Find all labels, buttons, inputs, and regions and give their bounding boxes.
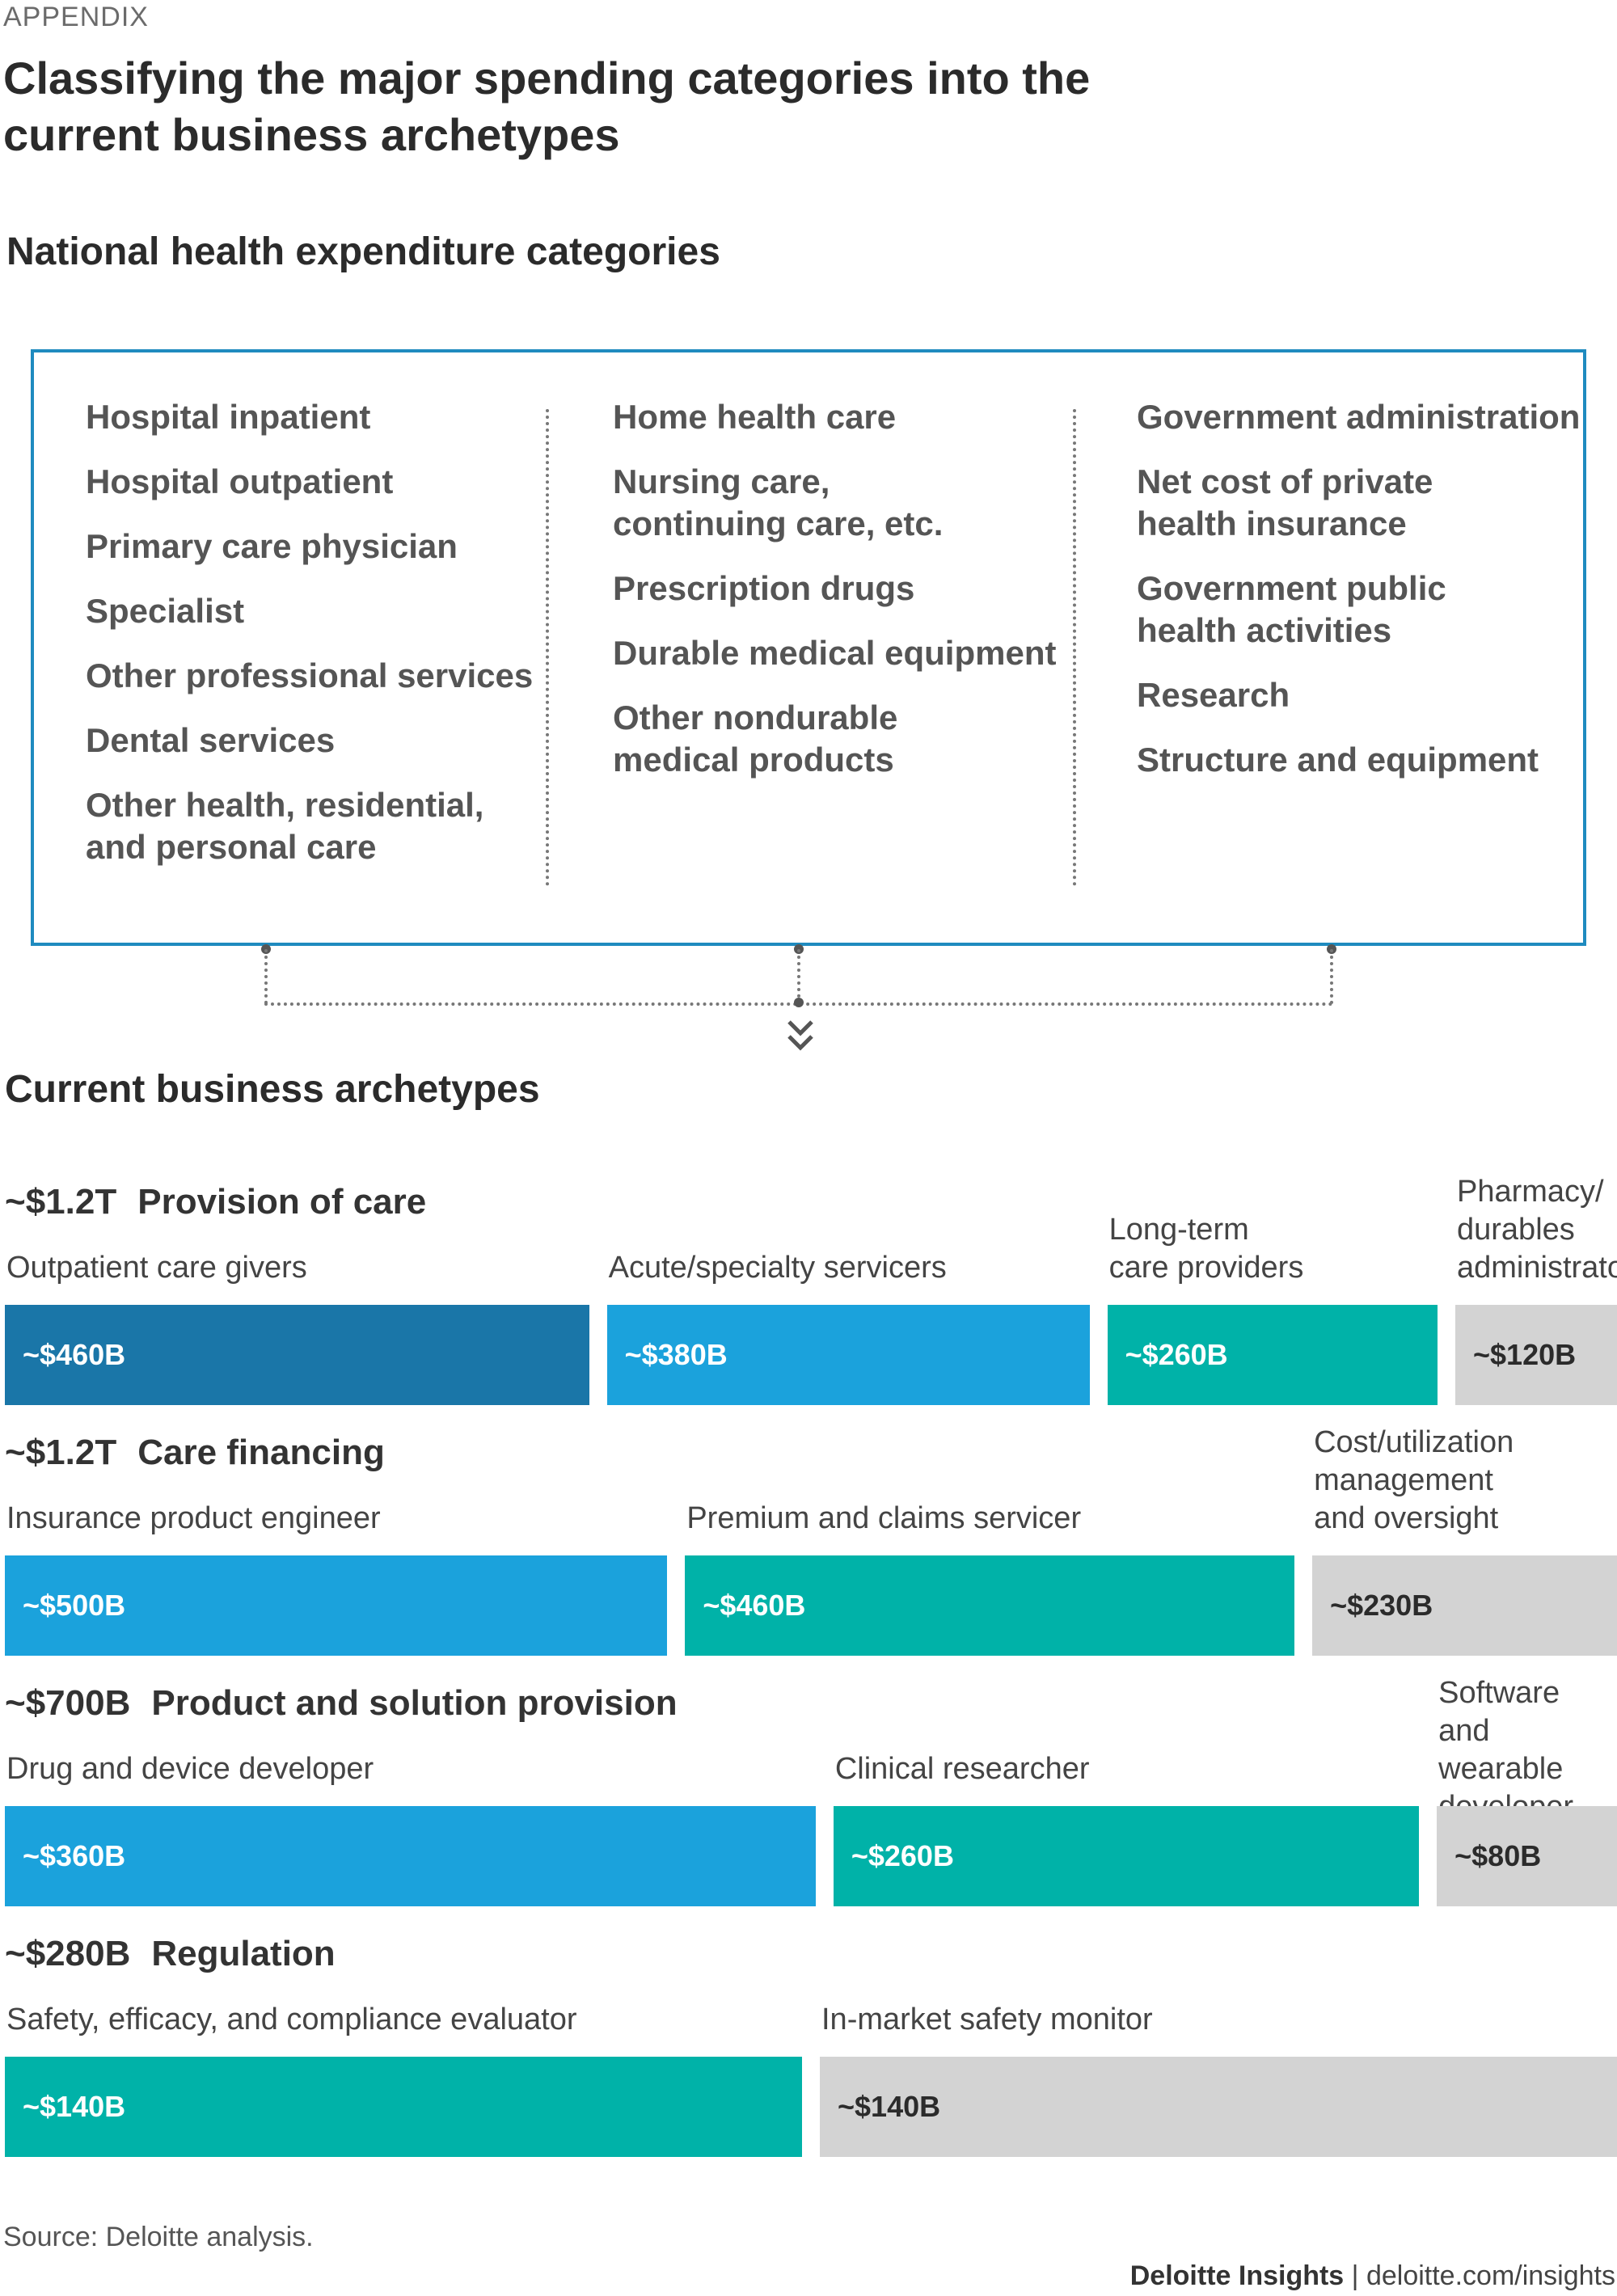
source-note: Source: Deloitte analysis.: [3, 2222, 314, 2252]
brand-name: Deloitte Insights: [1129, 2260, 1345, 2291]
column-divider: [546, 409, 549, 886]
archetype-group-heading: ~$1.2T Care financing: [5, 1433, 385, 1473]
archetype-group-heading: ~$1.2T Provision of care: [5, 1182, 426, 1222]
bar-segment: ~$140B: [5, 2057, 802, 2157]
group-name: Regulation: [151, 1934, 336, 1973]
category-item: Research: [1137, 676, 1290, 714]
segment-label: Software and wearable developer: [1438, 1676, 1573, 1824]
category-item: Net cost of private health insurance: [1137, 462, 1433, 542]
bar-value-label: ~$230B: [1330, 1589, 1433, 1622]
bar-segment: ~$140B: [820, 2057, 1617, 2157]
segment-label: Premium and claims servicer: [686, 1501, 1082, 1535]
category-item: Other professional services: [86, 656, 534, 694]
category-item: Primary care physician: [86, 527, 458, 565]
segment-label: Safety, efficacy, and compliance evaluat…: [6, 2003, 577, 2036]
bar-segment: ~$120B: [1455, 1305, 1617, 1405]
connector-line: [1330, 949, 1333, 1004]
categories-frame: [31, 349, 1586, 946]
group-name: Provision of care: [137, 1182, 427, 1222]
segment-label: In-market safety monitor: [821, 2003, 1153, 2036]
category-item: Nursing care, continuing care, etc.: [613, 462, 944, 542]
category-item: Dental services: [86, 721, 336, 759]
brand-separator: |: [1344, 2260, 1366, 2291]
bar-value-label: ~$80B: [1454, 1839, 1542, 1872]
archetype-group-heading: ~$700B Product and solution provision: [5, 1683, 678, 1724]
category-item: Hospital outpatient: [86, 462, 394, 500]
column-divider: [1073, 409, 1076, 886]
bar-segment: ~$460B: [5, 1305, 589, 1405]
segment-label: Insurance product engineer: [6, 1501, 381, 1535]
brand-url[interactable]: deloitte.com/insights: [1366, 2260, 1615, 2291]
archetypes-heading: Current business archetypes: [5, 1068, 540, 1111]
group-total: ~$1.2T: [5, 1433, 117, 1472]
categories-heading: National health expenditure categories: [6, 230, 720, 273]
bar-value-label: ~$380B: [624, 1338, 728, 1371]
group-name: Care financing: [137, 1433, 385, 1472]
category-item: Hospital inpatient: [86, 398, 371, 436]
group-name: Product and solution provision: [151, 1683, 678, 1723]
category-item: Government public health activities: [1137, 569, 1446, 649]
bar-segment: ~$260B: [1107, 1305, 1438, 1405]
brand-footer: Deloitte Insights | deloitte.com/insight…: [1130, 2260, 1615, 2292]
chevron-down-icon: [787, 1020, 813, 1051]
bar-value-label: ~$360B: [23, 1839, 126, 1872]
bar-value-label: ~$140B: [838, 2090, 941, 2123]
bar-value-label: ~$260B: [1125, 1338, 1228, 1371]
category-item: Prescription drugs: [613, 569, 915, 607]
bar-value-label: ~$120B: [1473, 1338, 1577, 1371]
group-total: ~$280B: [5, 1934, 131, 1973]
segment-label: Cost/utilization management and oversigh…: [1314, 1425, 1514, 1535]
segment-label: Drug and device developer: [6, 1752, 374, 1786]
group-total: ~$700B: [5, 1683, 131, 1723]
connector-dot: [794, 998, 804, 1007]
bar-segment: ~$230B: [1312, 1555, 1617, 1656]
segment-label: Clinical researcher: [834, 1752, 1090, 1786]
category-item: Other nondurable medical products: [613, 699, 898, 779]
bar-value-label: ~$260B: [851, 1839, 954, 1872]
bar-segment: ~$360B: [5, 1806, 816, 1906]
category-item: Structure and equipment: [1137, 741, 1539, 779]
group-total: ~$1.2T: [5, 1182, 117, 1222]
eyebrow-label: APPENDIX: [3, 2, 149, 32]
bar-segment: ~$80B: [1437, 1806, 1617, 1906]
segment-label: Pharmacy/ durables administrator: [1457, 1175, 1617, 1285]
segment-label: Outpatient care givers: [6, 1251, 307, 1285]
segment-label: Acute/specialty servicers: [608, 1251, 947, 1285]
segment-label: Long-term care providers: [1108, 1213, 1304, 1285]
category-item: Other health, residential, and personal …: [86, 786, 484, 866]
bar-value-label: ~$140B: [23, 2090, 126, 2123]
connector-line: [797, 949, 800, 1004]
bar-value-label: ~$460B: [703, 1589, 806, 1622]
category-item: Specialist: [86, 592, 245, 630]
page-title: Classifying the major spending categorie…: [3, 53, 1091, 160]
category-item: Durable medical equipment: [613, 634, 1057, 672]
bar-segment: ~$500B: [5, 1555, 668, 1656]
archetype-group-heading: ~$280B Regulation: [5, 1934, 336, 1974]
bar-value-label: ~$500B: [23, 1589, 126, 1622]
bar-segment: ~$460B: [685, 1555, 1295, 1656]
bar-value-label: ~$460B: [23, 1338, 126, 1371]
bar-segment: ~$260B: [833, 1806, 1420, 1906]
connector-line: [264, 949, 268, 1004]
category-item: Government administration: [1137, 398, 1581, 436]
category-item: Home health care: [613, 398, 897, 436]
bar-segment: ~$380B: [606, 1305, 1090, 1405]
